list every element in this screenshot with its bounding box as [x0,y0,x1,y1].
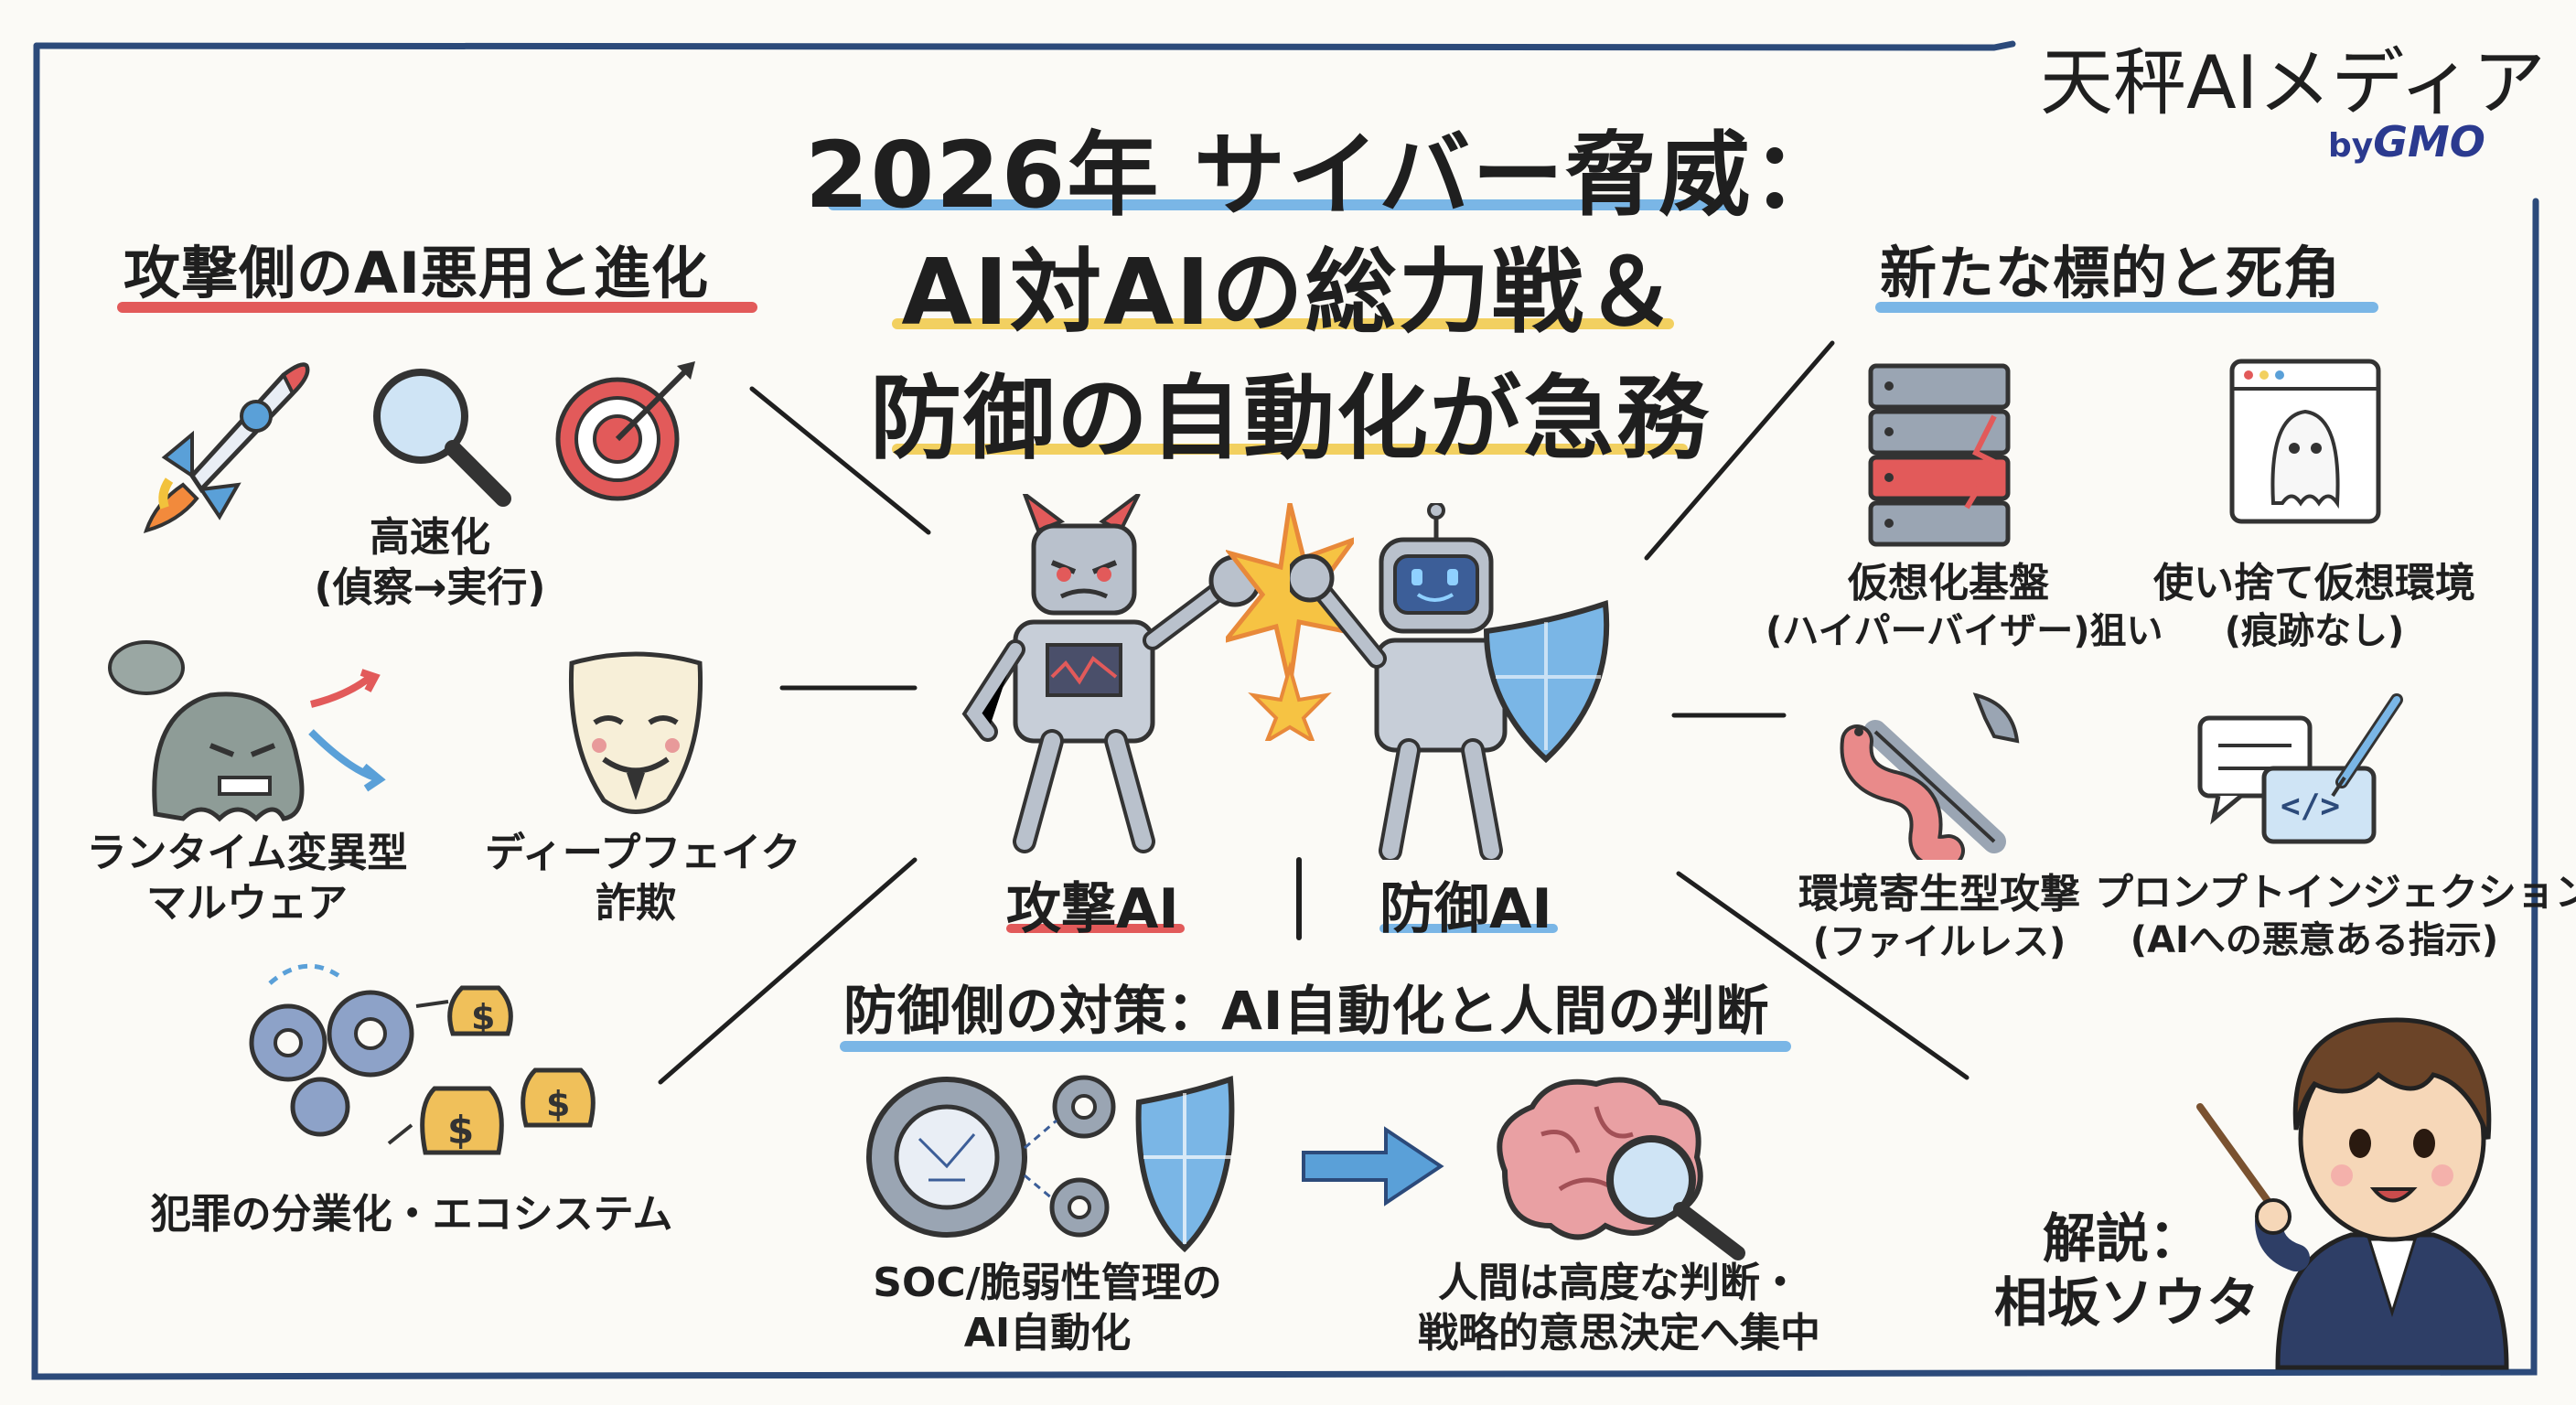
presenter-avatar [2196,1017,2509,1370]
attack-ai-underline [1006,924,1185,933]
presenter-line1: 解説： [2042,1207,2202,1270]
target-item-prompt-injection-label: プロンプトインジェクション (AIへの悪意ある指示) [2095,869,2576,963]
target-item-fileless-line2: (ファイルレス) [1812,921,2066,963]
attack-item-deepfake-line2: 詐欺 [596,880,676,927]
mask-icon [568,651,703,814]
brand-by: byGMO [2328,117,2485,166]
brand-name: 天秤AIメディア [2040,40,2546,125]
target-item-hypervisor-label: 仮想化基盤 (ハイパーバイザー)狙い [1766,558,2163,654]
gears-money-icon: $ $ $ [249,963,596,1155]
target-item-ephemeral-line1: 使い捨て仮想環境 [2153,560,2475,606]
syringe-chat-icon: </> [2197,693,2403,844]
svg-text:$: $ [471,997,495,1037]
attack-item-deepfake-label: ディープフェイク 詐欺 [485,828,801,928]
attack-item-speed-label: 高速化 (偵察→実行) [274,512,585,613]
server-stack-icon [1868,363,2011,547]
ghost-window-icon [2229,359,2381,524]
worm-wrench-icon [1840,692,2020,860]
targets-section-title: 新たな標的と死角 [1880,240,2342,306]
brain-icon [1497,1077,1745,1260]
target-item-prompt-line1: プロンプトインジェクション [2095,870,2576,915]
title-underline-1 [828,199,1733,210]
brand-by-prefix: by [2328,127,2374,165]
target-item-ephemeral-line2: (痕跡なし) [2224,610,2405,652]
defense-item-soc-line1: SOC/脆弱性管理の [873,1260,1222,1306]
target-item-ephemeral-vm-label: 使い捨て仮想環境 (痕跡なし) [2131,558,2497,654]
main-title-line3: 防御の自動化が急務 [870,365,1710,472]
rocket-icon [143,362,310,533]
attack-robot-icon [961,494,1261,853]
ghost-monster-icon [108,640,386,822]
svg-text:</>: </> [2281,788,2340,825]
defense-section-title: 防御側の対策：AI自動化と人間の判断 [843,980,1770,1042]
main-title-line2: AI対AIの総力戦＆ [901,239,1679,346]
title-underline-3 [892,444,1688,455]
attack-title-underline [117,302,757,313]
title-underline-2 [892,318,1674,329]
svg-text:$: $ [546,1084,570,1124]
main-title-line1: 2026年 サイバー脅威： [805,122,1846,229]
defense-title-underline [840,1041,1791,1052]
svg-text:$: $ [447,1108,474,1153]
gears-shield-icon [866,1075,1235,1253]
defense-item-human-label: 人間は高度な判断・ 戦略的意思決定へ集中 [1381,1258,1857,1358]
attack-item-ecosystem-label: 犯罪の分業化・エコシステム [150,1191,673,1238]
attack-item-mutating-malware-label: ランタイム変異型 マルウェア [73,828,421,928]
defense-ai-label: 防御AI [1379,877,1552,941]
attack-item-speed-line1: 高速化 [370,514,490,561]
attack-item-mutating-line2: マルウェア [146,880,348,927]
attack-item-mutating-line1: ランタイム変異型 [86,830,408,876]
target-icon [555,361,695,501]
defense-item-soc-line2: AI自動化 [963,1310,1132,1357]
defense-item-soc-label: SOC/脆弱性管理の AI自動化 [846,1258,1249,1358]
defense-item-human-line1: 人間は高度な判断・ [1438,1260,1800,1306]
presenter-caption: 解説： 相坂ソウタ [1994,1207,2260,1335]
target-item-fileless-label: 環境寄生型攻撃 (ファイルレス) [1756,869,2122,965]
targets-title-underline [1875,302,2378,313]
brand-company: GMO [2373,117,2485,166]
arrow-right-icon [1302,1126,1444,1207]
presenter-line2: 相坂ソウタ [1994,1271,2260,1334]
clash-spark-icon [1226,503,1354,741]
attack-item-deepfake-line1: ディープフェイク [485,830,801,876]
attack-ai-label: 攻撃AI [1006,877,1179,941]
defense-ai-underline [1379,924,1558,933]
attack-item-speed-line2: (偵察→実行) [314,564,546,611]
target-item-fileless-line1: 環境寄生型攻撃 [1798,871,2080,917]
target-item-prompt-line2: (AIへの悪意ある指示) [2130,918,2499,961]
defense-item-human-line2: 戦略的意思決定へ集中 [1418,1310,1820,1357]
magnifier-icon [373,369,511,507]
defense-robot-icon [1290,503,1610,860]
target-item-hypervisor-line2: (ハイパーバイザー)狙い [1766,610,2163,652]
attack-section-title: 攻撃側のAI悪用と進化 [123,240,710,306]
target-item-hypervisor-line1: 仮想化基盤 [1848,560,2049,606]
